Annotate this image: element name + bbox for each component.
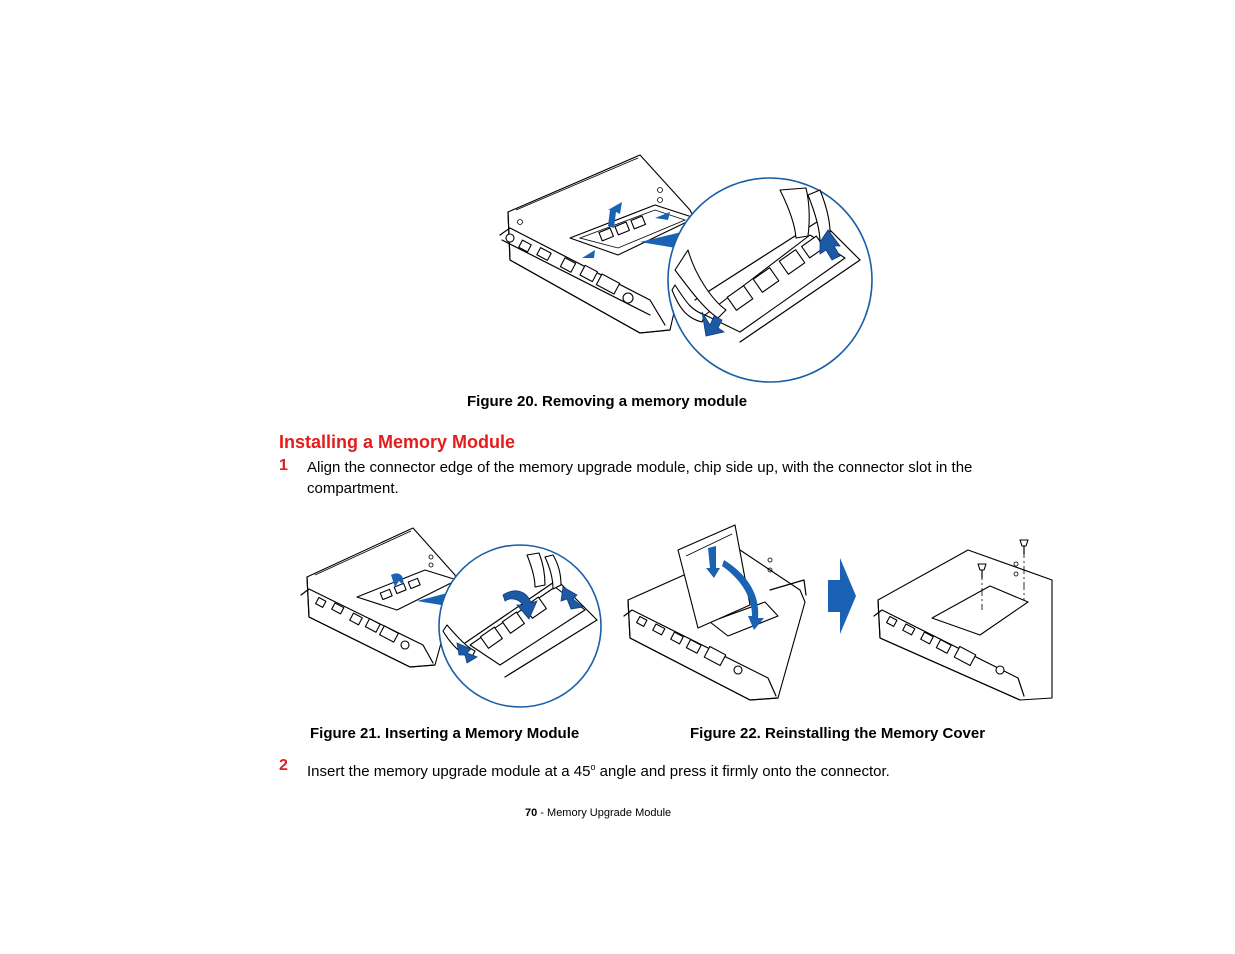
step-2-text: Insert the memory upgrade module at a 45…	[307, 757, 890, 782]
section-title: Installing a Memory Module	[279, 432, 516, 452]
step-1-number: 1	[279, 457, 288, 474]
figure-20-illustration	[499, 154, 873, 383]
page-number: 70	[525, 807, 538, 819]
figure-21-illustration	[300, 527, 602, 708]
figure-20-caption: Figure 20. Removing a memory module	[467, 393, 748, 410]
footer-separator: -	[537, 807, 548, 819]
step-2-text-after: angle and press it firmly onto the conne…	[595, 763, 890, 780]
degree-superscript: o	[590, 762, 596, 772]
page-footer: 70 - Memory Upgrade Module	[525, 807, 671, 819]
figure-22-caption: Figure 22. Reinstalling the Memory Cover	[690, 725, 986, 742]
step-2-number: 2	[279, 757, 288, 774]
figure-21-caption: Figure 21. Inserting a Memory Module	[310, 725, 580, 742]
figure-22-illustration	[623, 524, 1053, 701]
step-1-text: Align the connector edge of the memory u…	[307, 459, 973, 497]
footer-chapter: Memory Upgrade Module	[547, 807, 672, 819]
step-2-text-before: Insert the memory upgrade module at a 45	[307, 763, 591, 780]
